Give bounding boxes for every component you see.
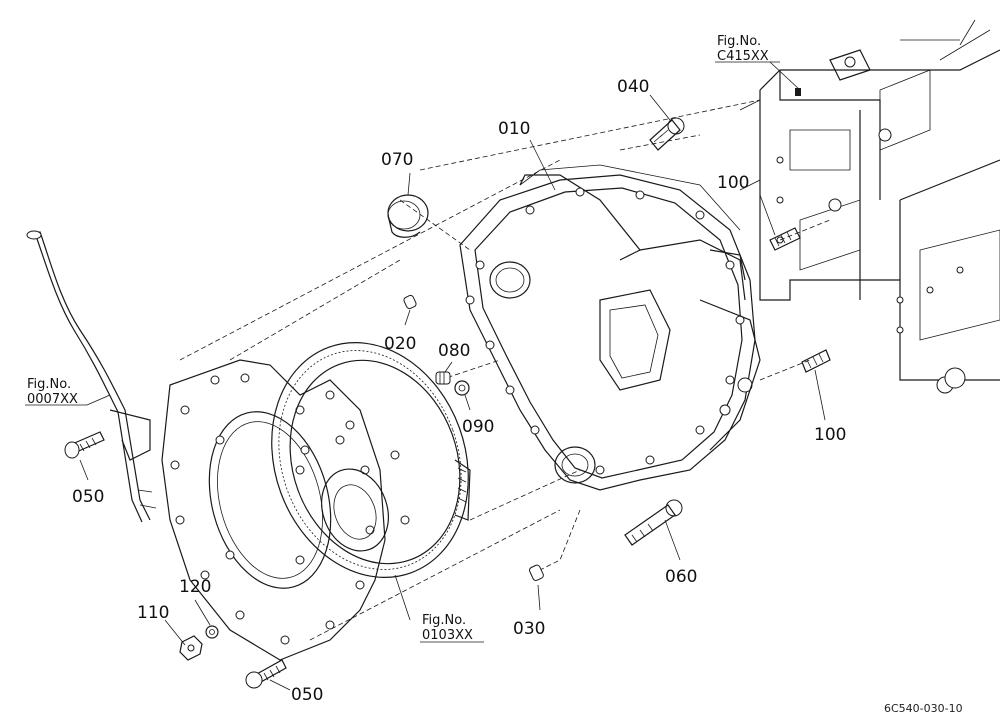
bolt-050-upper [64,431,105,459]
figure-ref-title: Fig.No. [422,613,466,628]
label-060: 060 [665,567,697,587]
label-050-upper: 050 [72,487,104,507]
label-050-lower: 050 [291,685,323,705]
label-120: 120 [179,577,211,597]
label-030: 030 [513,619,545,639]
diagram-code: 6C540-030-10 [884,702,963,715]
label-100-upper: 100 [717,173,749,193]
label-040: 040 [617,77,649,97]
tractor-frame-part [739,19,1000,394]
stud-100-lower [801,349,831,373]
figure-ref-title: Fig.No. [27,377,71,392]
figure-ref-left: Fig.No. 0007XX [27,377,78,407]
plug-080 [435,371,451,385]
figure-ref-center: Fig.No. 0103XX [422,613,473,643]
washer-120 [205,625,219,639]
dowel-pin-020 [403,294,417,310]
label-070: 070 [381,150,413,170]
flywheel [271,342,471,578]
bolt-050-lower [245,659,287,689]
bolt-060 [624,499,683,546]
figure-ref-code: C415XX [717,49,769,64]
figure-ref-upper-right: Fig.No. C415XX [717,34,769,64]
figure-ref-code: 0103XX [422,628,473,643]
figure-ref-title: Fig.No. [717,34,761,49]
label-110: 110 [137,603,169,623]
label-020: 020 [384,334,416,354]
clutch-housing [459,164,761,491]
label-100-lower: 100 [814,425,846,445]
figure-ref-code: 0007XX [27,392,78,407]
label-090: 090 [462,417,494,437]
figure-ref-underlines [25,61,780,643]
gasket-090 [454,380,470,396]
nut-110 [179,635,203,661]
dipstick [26,230,157,523]
cover-plug-070 [387,194,429,238]
assembly-guide-lines [179,99,831,641]
label-010: 010 [498,119,530,139]
dowel-pin-030 [528,564,544,581]
label-080: 080 [438,341,470,361]
stud-100-upper [769,227,801,251]
adapter-plate [161,359,386,661]
bolt-040 [649,117,685,151]
leader-lines [79,61,826,691]
